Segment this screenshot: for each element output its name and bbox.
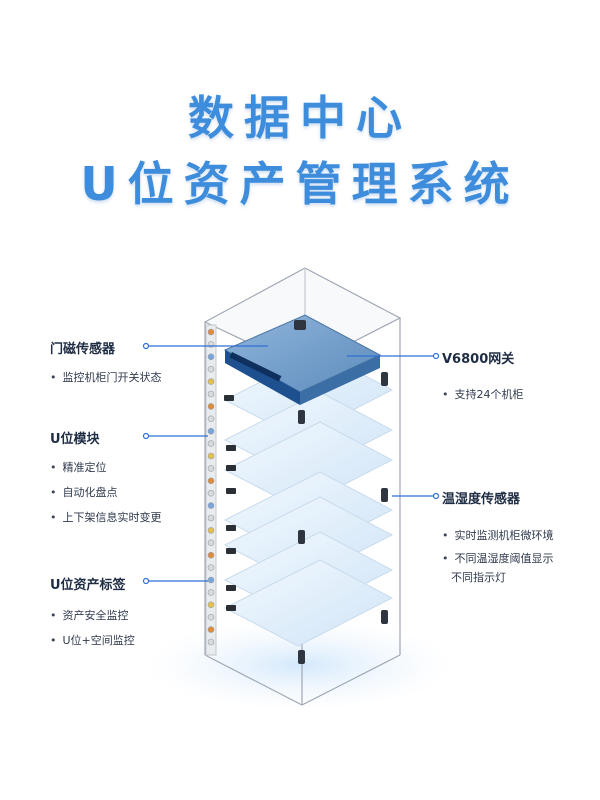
u-position-led <box>207 415 215 423</box>
label-v6800-gateway: V6800网关 <box>442 352 515 367</box>
u-position-led <box>207 626 215 633</box>
u-position-led <box>207 527 215 534</box>
u-position-led <box>207 601 215 609</box>
u-position-led <box>207 613 215 621</box>
u-position-led <box>207 514 215 522</box>
asset-tag-item: U位+空间监控 <box>50 632 135 648</box>
temp-sensor-item: 实时监测机柜微环境 <box>442 527 554 543</box>
page-title-line1: 数据中心 <box>188 91 412 145</box>
u-position-led <box>207 427 215 435</box>
door-sensor-item: 监控机柜门开关状态 <box>50 369 162 385</box>
asset-tag-icons <box>224 395 236 611</box>
label-u-asset-tag: U位资产标签 <box>50 578 126 593</box>
u-module-item: 精准定位 <box>50 459 107 475</box>
u-module-item: 自动化盘点 <box>50 484 118 500</box>
u-position-led <box>207 452 215 460</box>
u-position-led <box>207 564 215 571</box>
u-position-led <box>207 328 215 336</box>
sensor-icons <box>294 320 388 664</box>
temp-sensor-item: 不同指示灯 <box>451 571 506 584</box>
u-position-led <box>207 378 215 385</box>
u-position-led <box>207 390 215 398</box>
u-position-led <box>207 576 215 584</box>
u-position-led <box>207 551 215 559</box>
temp-sensor-item: 不同温湿度阈值显示 <box>442 550 554 566</box>
asset-tag-item: 资产安全监控 <box>50 607 129 623</box>
floor-glow <box>145 620 455 710</box>
page-title-line2: U位资产管理系统 <box>80 157 520 211</box>
label-door-sensor: 门磁传感器 <box>50 342 116 357</box>
u-position-led <box>207 477 215 485</box>
u-position-led <box>207 440 215 447</box>
connector-dots <box>142 342 440 585</box>
u-position-led <box>207 638 215 646</box>
gateway-item: 支持24个机柜 <box>442 386 524 402</box>
gateway-device <box>223 314 382 405</box>
u-position-led <box>207 489 215 497</box>
connector-lines <box>148 345 434 582</box>
label-temp-humidity-sensor: 温湿度传感器 <box>442 492 521 507</box>
u-position-led <box>207 589 215 596</box>
u-position-led <box>207 539 215 547</box>
u-position-led <box>207 353 215 361</box>
u-position-led <box>207 365 215 373</box>
u-position-led <box>207 465 215 472</box>
u-position-led <box>207 403 215 410</box>
u-position-leds <box>207 328 215 646</box>
u-module-item: 上下架信息实时变更 <box>50 509 162 525</box>
u-position-led <box>207 502 215 509</box>
label-u-module: U位模块 <box>50 432 100 447</box>
